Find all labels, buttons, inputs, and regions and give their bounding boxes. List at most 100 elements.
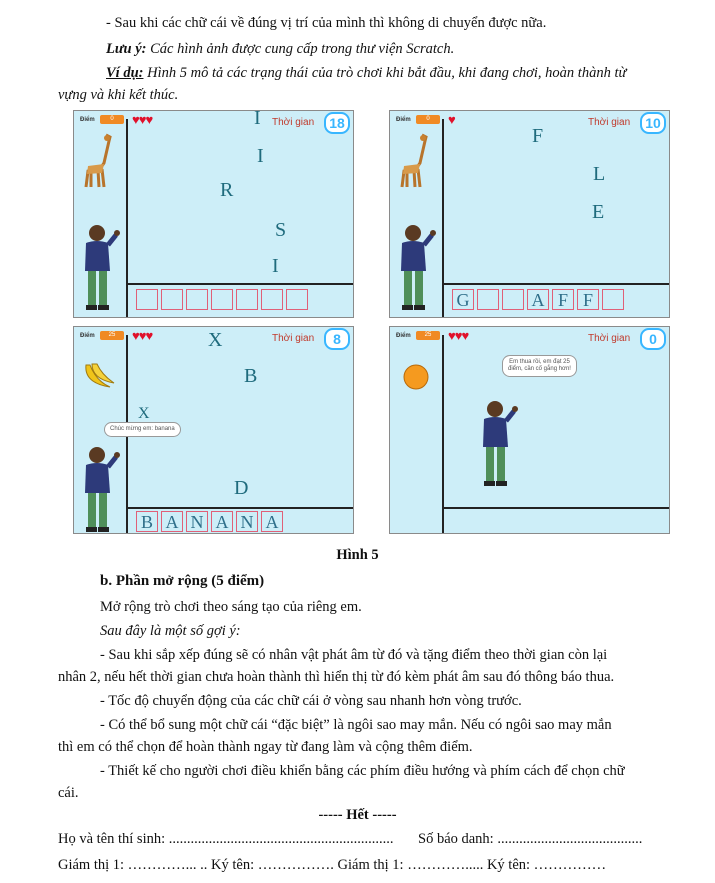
score-label: Điểm (80, 117, 95, 123)
game-panel-word-complete: Điểm 25 ♥♥♥ Thời gian 8 Chúc mừng em: ba… (73, 326, 354, 534)
time-label: Thời gian (272, 117, 315, 128)
note-text: Các hình ảnh được cung cấp trong thư việ… (146, 41, 455, 57)
falling-letter: F (532, 125, 544, 147)
falling-letter: I (272, 255, 279, 277)
score-label: Điểm (396, 117, 411, 123)
boy-character-icon (85, 225, 120, 310)
falling-letter: D (234, 477, 249, 499)
answer-slot: A (261, 511, 283, 532)
divider-horizontal (126, 507, 353, 509)
answer-slot: F (552, 289, 574, 310)
proctor-signature-row: Giám thị 1: …………... .. Ký tên: ……………. Gi… (58, 857, 607, 873)
game-panel-start: Điểm 0 ♥♥♥ Thời gian 18 I I R S I (73, 110, 354, 318)
answer-slots: G A F F (452, 289, 627, 310)
falling-letter: R (220, 179, 234, 201)
answer-slot: F (577, 289, 599, 310)
divider-vertical (442, 335, 444, 533)
divider-horizontal (126, 283, 353, 285)
boy-character-icon (85, 447, 120, 532)
divider-vertical (442, 119, 444, 317)
time-value: 8 (324, 328, 350, 350)
answer-slot (602, 289, 624, 310)
answer-slot: B (136, 511, 158, 532)
speech-bubble: Chúc mừng em: banana (104, 422, 181, 437)
end-marker: ----- Hết ----- (318, 807, 397, 823)
answer-slot (477, 289, 499, 310)
candidate-number-field: Số báo danh: ...........................… (418, 831, 643, 847)
divider-horizontal (442, 283, 669, 285)
bullet-2: - Tốc độ chuyển động của các chữ cái ở v… (100, 693, 522, 709)
giraffe-icon (400, 133, 428, 188)
bullet-3-line-1: - Có thể bổ sung một chữ cái “đặc biệt” … (100, 717, 612, 733)
answer-slot: N (236, 511, 258, 532)
bullet-1-line-2: nhân 2, nếu hết thời gian chưa hoàn thàn… (58, 669, 615, 685)
answer-slot (211, 289, 233, 310)
falling-letter: E (592, 201, 605, 223)
time-value: 18 (324, 112, 350, 134)
example-label: Ví dụ: (106, 65, 144, 81)
section-heading: b. Phần mở rộng (5 điểm) (100, 573, 265, 589)
hearts-icon: ♥♥♥ (448, 328, 469, 343)
answer-slot: A (527, 289, 549, 310)
divider-vertical (126, 119, 128, 317)
answer-slot (136, 289, 158, 310)
answer-slot (261, 289, 283, 310)
answer-slots: B A N A N A (136, 511, 286, 532)
score-value: 25 (416, 331, 440, 340)
game-panel-end: Điểm 25 ♥♥♥ Thời gian 0 Em thua rồi, em … (389, 326, 670, 534)
falling-letter: I (254, 110, 261, 129)
hearts-icon: ♥♥♥ (132, 328, 153, 343)
bullet-3-line-2: thì em có thể chọn để hoàn thành ngay từ… (58, 739, 473, 755)
score-value: 0 (416, 115, 440, 124)
text-line: - Sau khi các chữ cái về đúng vị trí của… (106, 15, 547, 31)
section-intro: Mở rộng trò chơi theo sáng tạo của riêng… (100, 599, 362, 615)
time-label: Thời gian (588, 117, 631, 128)
example-continuation: vựng và khi kết thúc. (58, 87, 179, 103)
time-label: Thời gian (272, 333, 315, 344)
orange-icon (403, 364, 429, 390)
boy-character-icon (483, 401, 518, 486)
answer-slot: G (452, 289, 474, 310)
falling-letter: L (593, 163, 606, 185)
score-label: Điểm (80, 333, 95, 339)
answer-slot: A (211, 511, 233, 532)
bubble-line: điểm, cần cố gắng hơn! (508, 366, 571, 372)
example-text: Hình 5 mô tả các trạng thái của trò chơi… (143, 65, 627, 81)
bubble-line: Em thua rồi, em đạt 25 (509, 359, 570, 365)
falling-letter: S (275, 219, 287, 241)
speech-bubble: Em thua rồi, em đạt 25 điểm, cần cố gắng… (502, 355, 577, 377)
note-line: Lưu ý: Các hình ảnh được cung cấp trong … (106, 40, 454, 58)
candidate-name-field: Họ và tên thí sinh: ....................… (58, 831, 394, 847)
hearts-icon: ♥♥♥ (132, 112, 153, 127)
banana-icon (85, 363, 115, 388)
score-value: 0 (100, 115, 124, 124)
answer-slot (236, 289, 258, 310)
time-value: 0 (640, 328, 666, 350)
hearts-icon: ♥ (448, 112, 456, 127)
falling-letter: I (257, 145, 264, 167)
time-value: 10 (640, 112, 666, 134)
score-label: Điểm (396, 333, 411, 339)
time-label: Thời gian (588, 333, 631, 344)
answer-slot (186, 289, 208, 310)
giraffe-icon (84, 133, 112, 188)
game-panel-playing: Điểm 0 ♥ Thời gian 10 F L E G A F F (389, 110, 670, 318)
answer-slot (161, 289, 183, 310)
example-line: Ví dụ: Hình 5 mô tả các trạng thái của t… (106, 64, 626, 82)
boy-character-icon (401, 225, 436, 310)
section-hint: Sau đây là một số gợi ý: (100, 623, 241, 639)
falling-letter: B (244, 365, 258, 387)
falling-letter: X (138, 405, 150, 422)
answer-slot: A (161, 511, 183, 532)
answer-slot: N (186, 511, 208, 532)
bullet-4-line-1: - Thiết kế cho người chơi điều khiển bằn… (100, 763, 625, 779)
answer-slot (286, 289, 308, 310)
figure-caption: Hình 5 (336, 547, 379, 563)
score-value: 25 (100, 331, 124, 340)
answer-slot (502, 289, 524, 310)
bullet-1-line-1: - Sau khi sắp xếp đúng sẽ có nhân vật ph… (100, 647, 608, 663)
note-label: Lưu ý: (106, 41, 147, 57)
answer-slots (136, 289, 311, 310)
bullet-4-line-2: cái. (58, 785, 79, 801)
divider-horizontal (442, 507, 669, 509)
